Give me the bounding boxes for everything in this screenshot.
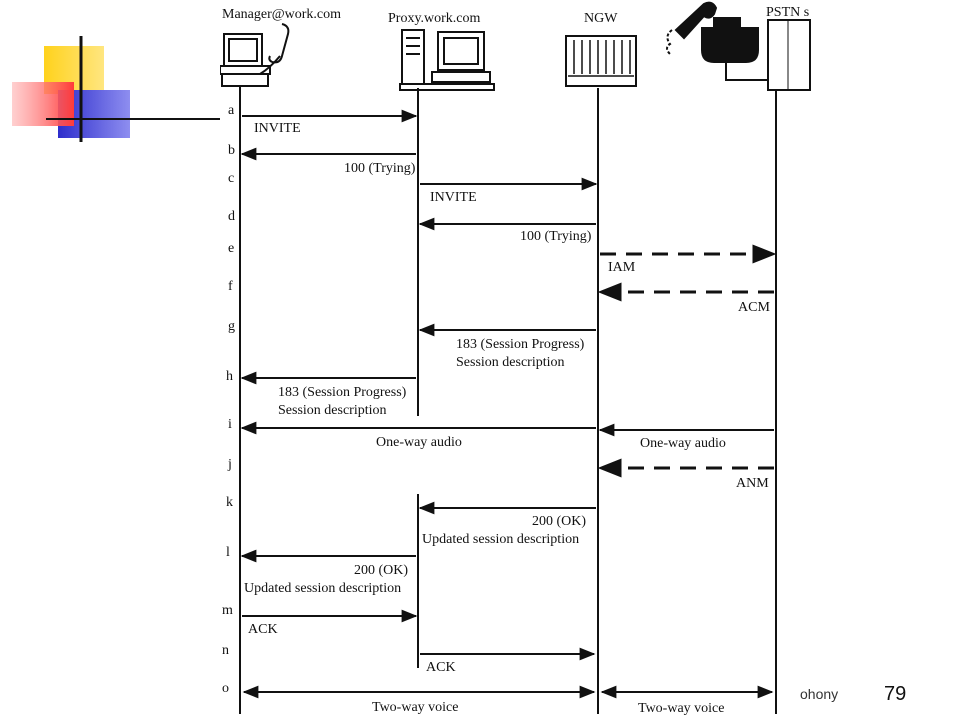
message-label-ok: 200 (OK)	[532, 514, 586, 529]
participant-label-manager: Manager@work.com	[222, 7, 341, 22]
message-label-trying: 100 (Trying)	[344, 161, 416, 176]
message-label-session-progress: 183 (Session Progress)	[456, 337, 585, 352]
pstn-switch-with-telephone-icon	[666, 1, 811, 91]
message-label-two-way-voice: Two-way voice	[372, 700, 459, 715]
step-label: k	[226, 495, 233, 510]
step-label: f	[228, 279, 233, 294]
step-label: n	[222, 643, 229, 658]
message-label-invite: INVITE	[254, 121, 301, 136]
message-label-iam: IAM	[608, 260, 636, 275]
participant-label-pstn: PSTN s	[766, 5, 809, 20]
step-label: a	[228, 103, 235, 118]
message-label-session-progress: 183 (Session Progress)	[278, 385, 407, 400]
message-label-updated-session-description: Updated session description	[244, 581, 401, 596]
message-label-invite: INVITE	[430, 190, 477, 205]
step-label: e	[228, 241, 234, 256]
message-label-session-description: Session description	[456, 355, 565, 370]
slide-footer-text: ohony	[800, 686, 839, 702]
message-label-one-way-audio: One-way audio	[376, 435, 462, 450]
step-label: i	[228, 417, 232, 432]
server-with-monitor-icon	[399, 29, 495, 91]
message-label-anm: ANM	[736, 476, 769, 491]
sip-call-flow-diagram: Manager@work.com Proxy.work.com NGW PSTN…	[220, 0, 820, 720]
participant-label-ngw: NGW	[584, 11, 618, 26]
step-label: j	[227, 457, 232, 472]
message-label-trying: 100 (Trying)	[520, 229, 592, 244]
slide-corner-decoration	[12, 36, 220, 142]
message-label-session-description: Session description	[278, 403, 387, 418]
step-label: c	[228, 171, 234, 186]
computer-with-phone-icon	[220, 23, 290, 87]
step-label: o	[222, 681, 229, 696]
message-label-ack: ACK	[426, 660, 456, 675]
step-label: m	[222, 603, 233, 618]
network-gateway-icon	[565, 35, 637, 87]
step-label: d	[228, 209, 235, 224]
participant-label-proxy: Proxy.work.com	[388, 11, 481, 26]
message-label-acm: ACM	[738, 300, 770, 315]
message-label-ack: ACK	[248, 622, 278, 637]
message-label-ok: 200 (OK)	[354, 563, 408, 578]
step-label: g	[228, 319, 235, 334]
step-label: h	[226, 369, 233, 384]
message-label-two-way-voice: Two-way voice	[638, 701, 725, 716]
message-label-one-way-audio: One-way audio	[640, 436, 726, 451]
step-label: l	[226, 545, 230, 560]
message-label-updated-session-description: Updated session description	[422, 532, 579, 547]
slide-page-number: 79	[884, 683, 907, 705]
step-label: b	[228, 143, 235, 158]
scan-right-edge	[810, 0, 820, 720]
